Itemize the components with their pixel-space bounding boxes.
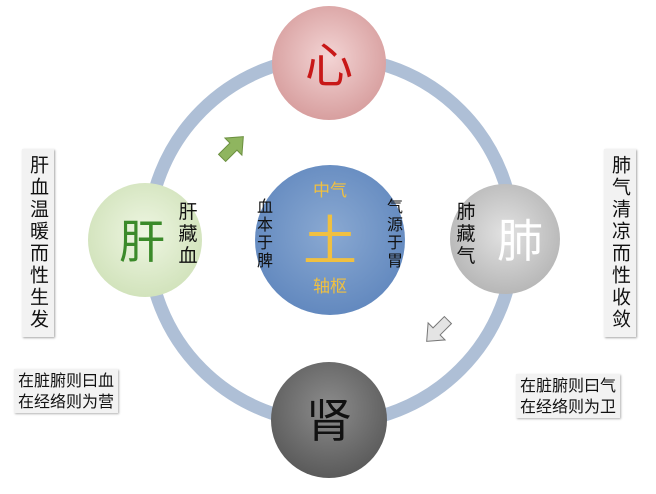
liver-side-text-char: 血 [178,245,197,267]
lung-side-text-char: 肺 [456,201,475,223]
left-note-line-2: 在经络则为营 [18,392,115,411]
kidney-node: 肾 [271,362,387,478]
liver-side-text-char: 藏 [178,223,197,245]
center-right-text-char: 于 [387,233,403,252]
blood-nourishing-note: 在脏腑则曰血 在经络则为营 [14,369,119,413]
center-right-text-char: 气 [387,197,403,216]
right-note-line-1: 在脏腑则曰气 [520,376,617,395]
liver-side-text-char: 肝 [178,201,197,223]
lung-side-text-char: 气 [456,245,475,267]
kidney-label: 肾 [306,394,352,448]
center-right-text-char: 胃 [387,251,403,270]
center-bottom-label: 轴枢 [313,277,347,297]
liver-description-label: 肝血温暖而性生发 [22,149,54,337]
center-right-text-char: 源 [387,215,403,234]
lung-description-label: 肺气清凉而性收敛 [604,149,636,337]
arrow-up-right-icon [217,136,244,163]
liver-node: 肝 [88,183,202,297]
left-note-line-1: 在脏腑则曰血 [18,371,115,390]
center-left-text-char: 于 [257,233,273,252]
right-note-line-2: 在经络则为卫 [520,397,617,416]
heart-label: 心 [305,38,353,94]
center-earth-node: 中气 土 轴枢 [255,165,405,315]
center-top-label: 中气 [313,181,347,201]
liver-side-text: 肝藏血 [178,201,197,267]
lung-node: 肺 [450,184,560,294]
qi-defense-note: 在脏腑则曰气 在经络则为卫 [516,374,621,418]
lung-side-text-char: 藏 [456,223,475,245]
center-main-label: 土 [303,210,357,273]
center-left-text-char: 血 [257,197,273,216]
heart-node: 心 [272,6,386,120]
lung-side-text: 肺藏气 [456,201,475,267]
center-left-text-char: 本 [257,215,273,234]
liver-label: 肝 [119,215,165,269]
center-left-text-char: 脾 [257,251,273,270]
arrow-down-left-icon [426,315,453,342]
lung-label: 肺 [497,214,543,268]
